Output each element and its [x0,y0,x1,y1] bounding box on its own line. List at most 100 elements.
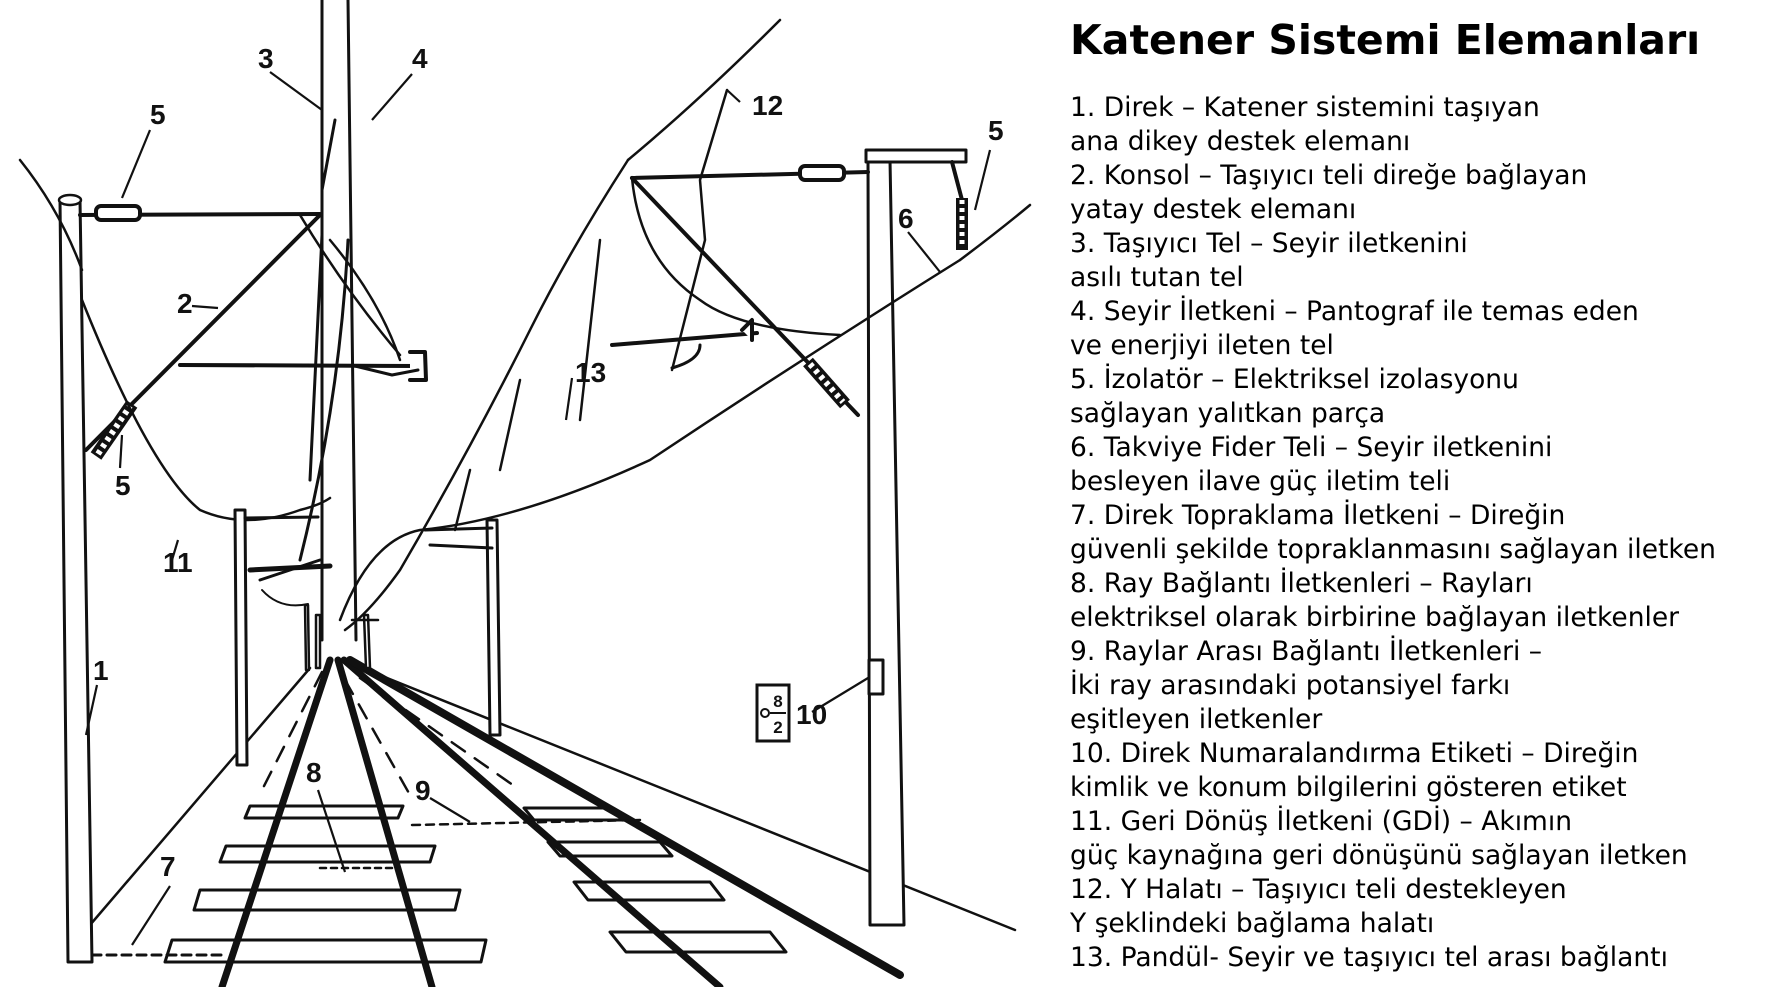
feeder-sag-left [328,238,402,362]
legend-item: 13. Pandül- Seyir ve taşıyıcı tel arası … [1070,941,1782,975]
legend-item: 10. Direk Numaralandırma Etiketi – Direğ… [1070,737,1782,805]
callout-12: 12 [752,90,783,121]
legend-item-line: 12. Y Halatı – Taşıyıcı teli destekleyen [1070,874,1567,906]
callout-6: 6 [898,203,914,234]
legend-item-line: sağlayan yalıtkan parça [1070,398,1386,430]
callout-1: 1 [93,655,109,686]
legend-item: 12. Y Halatı – Taşıyıcı teli destekleyen… [1070,873,1782,941]
sleeper [218,844,437,864]
track [88,656,1017,987]
dropper [578,238,602,422]
callout-4: 4 [412,43,428,74]
catenary-system-drawing: 8 2 1 2 3 4 5 5 5 6 7 8 9 10 11 12 13 [18,0,1032,987]
track-edge-dashed [260,670,324,792]
rail-left-outer [218,656,334,987]
y-stitch-right [630,176,842,337]
legend-item-line: eşitleyen iletkenler [1070,704,1323,736]
distant-poles [303,603,380,672]
legend-item-line: güvenli şekilde topraklanmasını sağlayan… [1070,534,1716,566]
sleeper [192,888,462,912]
sleeper [572,880,726,902]
legend-item: 9. Raylar Arası Bağlantı İletkenleri –İk… [1070,635,1782,737]
feeder-wire-right [958,203,1032,262]
callout-5-right: 5 [988,115,1004,146]
legend-panel: Katener Sistemi Elemanları 1. Direk – Ka… [1070,16,1782,975]
track-edge-dashed [358,676,522,792]
catenary-mast [258,0,358,642]
legend-item-line: 2. Konsol – Taşıyıcı teli direğe bağlaya… [1070,160,1588,192]
signal-sign: 8 2 [755,683,791,743]
legend-item-line: 9. Raylar Arası Bağlantı İletkenleri – [1070,636,1543,668]
callout-numbers: 1 2 3 4 5 5 5 6 7 8 9 10 11 12 13 [93,43,1004,882]
legend-item-line: İki ray arasındaki potansiyel farkı [1070,670,1511,702]
legend-item-line: 3. Taşıyıcı Tel – Seyir iletkenini [1070,228,1468,260]
legend-item-line: Y şeklindeki bağlama halatı [1070,908,1435,940]
legend-item-line: 6. Takviye Fider Teli – Seyir iletkenini [1070,432,1553,464]
track-edge-dashed [343,678,412,797]
return-conductor [80,298,332,522]
callout-10: 10 [796,699,827,730]
insulator [94,204,142,222]
legend-item-line: ve enerjiyi ileten tel [1070,330,1334,362]
legend-item-line: 10. Direk Numaralandırma Etiketi – Direğ… [1070,738,1639,770]
legend-title: Katener Sistemi Elemanları [1070,16,1701,64]
feeder-wire-right [626,18,782,162]
legend-item-line: güç kaynağına geri dönüşünü sağlayan ile… [1070,840,1688,872]
return-conductor [18,158,84,272]
sleeper [243,804,405,820]
sign-digit-top: 8 [773,692,782,711]
callout-7: 7 [160,851,176,882]
dropper [670,88,729,372]
dropper [498,378,522,472]
sleeper [608,930,788,954]
right-cantilever [610,160,968,417]
dropper [453,468,472,532]
rail-right-outer [346,656,904,979]
rail-left-inner [334,656,436,987]
insulator [798,164,846,182]
legend-item-line: elektriksel olarak birbirine bağlayan il… [1070,602,1680,634]
right-pole [864,148,968,927]
small-pole-left [233,508,333,767]
pole-number-plate [867,658,885,696]
feeder-wire-right [338,258,962,622]
legend-item: 2. Konsol – Taşıyıcı teli direğe bağlaya… [1070,159,1782,227]
callout-5-top-left: 5 [150,99,166,130]
legend-item-line: kimlik ve konum bilgilerini gösteren eti… [1070,772,1627,804]
legend-item-line: 7. Direk Topraklama İletkeni – Direğin [1070,500,1566,532]
legend-item-line: ana dikey destek elemanı [1070,126,1411,158]
callout-3: 3 [258,43,274,74]
ground-line [360,666,1017,932]
legend-item-line: asılı tutan tel [1070,262,1244,294]
legend-item-line: 11. Geri Dönüş İletkeni (GDİ) – Akımın [1070,806,1573,838]
legend-item: 4. Seyir İletkeni – Pantograf ile temas … [1070,295,1782,363]
callout-8: 8 [306,757,322,788]
left-cantilever [78,204,428,460]
left-pole [57,193,94,964]
leader-lines [84,71,992,946]
legend-item-line: 13. Pandül- Seyir ve taşıyıcı tel arası … [1070,942,1668,974]
callout-2: 2 [177,288,193,319]
legend-item-line: 1. Direk – Katener sistemini taşıyan [1070,92,1540,124]
cross-bond [410,818,642,827]
sign-digit-bottom: 2 [773,718,782,737]
legend-item-line: yatay destek elemanı [1070,194,1357,226]
legend-item: 6. Takviye Fider Teli – Seyir iletkenini… [1070,431,1782,499]
legend-item-line: 8. Ray Bağlantı İletkenleri – Rayları [1070,568,1533,600]
callout-11: 11 [163,547,193,578]
ground-line [88,666,312,927]
callout-13: 13 [575,357,606,388]
middle-right-pole [423,518,502,737]
callout-5-bottom-left: 5 [115,470,131,501]
y-sag-left [298,213,402,357]
sleeper [546,840,674,858]
callout-9: 9 [415,775,431,806]
legend-item-line: besleyen ilave güç iletim teli [1070,466,1451,498]
